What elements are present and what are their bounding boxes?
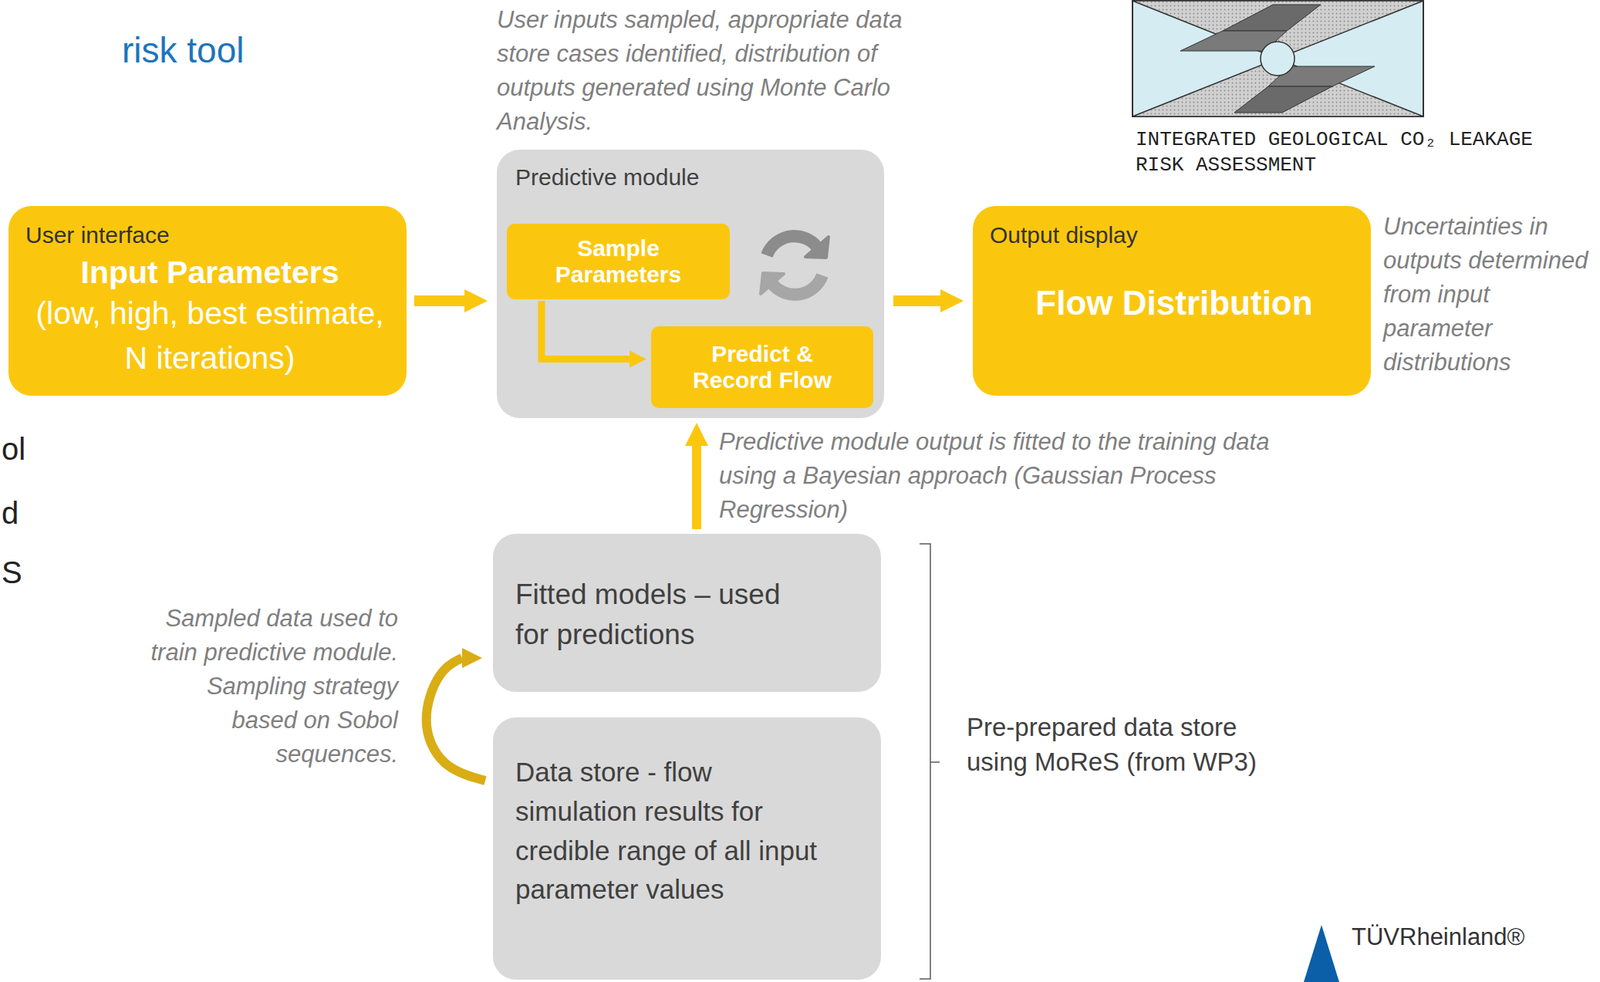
output-box: Output displayFlow Distribution (972, 205, 1371, 396)
box-heading: User interface (25, 221, 395, 250)
group-label: Pre-prepared data store using MoReS (fro… (966, 709, 1268, 780)
flow-arrow (414, 295, 465, 307)
project-logo (1132, 0, 1424, 117)
cut-text: S (1, 553, 23, 591)
box-text: Data store - flow simulation results for… (515, 752, 821, 910)
box-text: Fitted models – used for predictions (515, 574, 820, 655)
box-heading: Predictive module (515, 163, 866, 192)
box-text: Predict & Record Flow (681, 340, 843, 395)
process-box: Sample Parameters (506, 223, 730, 300)
model-box: Fitted models – used for predictions (492, 533, 882, 692)
box-text: Sample Parameters (537, 235, 699, 289)
box-text: (low, high, best estimate, N iterations) (25, 291, 395, 381)
annotation: Uncertainties in outputs determined from… (1383, 209, 1597, 380)
connector-label: Predictive module output is fitted to th… (718, 425, 1275, 527)
flow-arrow (691, 445, 702, 530)
flow-arrow (893, 295, 941, 307)
group-bracket (919, 543, 940, 979)
box-text: Input Parameters (25, 253, 395, 292)
company-logo-text: TÜVRheinland® (1351, 922, 1525, 952)
input-box: User interfaceInput Parameters(low, high… (8, 205, 407, 396)
connector-label: Sampled data used to train predictive mo… (138, 601, 399, 772)
data-store-box: Data store - flow simulation results for… (492, 717, 882, 980)
process-box: Predict & Record Flow (651, 326, 874, 409)
module-box: Predictive moduleSample ParametersPredic… (496, 149, 885, 419)
cut-text: d (1, 494, 19, 532)
cut-text: ol (1, 430, 26, 468)
cycle-icon (760, 236, 829, 295)
flow-arrow (541, 300, 630, 359)
box-text: Flow Distribution (989, 283, 1359, 325)
logo-text: INTEGRATED GEOLOGICAL CO₂ LEAKAGE RISK A… (1135, 127, 1557, 179)
box-heading: Output display (989, 221, 1359, 250)
company-logo-mark (1303, 924, 1340, 982)
flow-arrow (426, 658, 486, 781)
page-title: risk tool (121, 29, 244, 71)
annotation: User inputs sampled, appropriate data st… (496, 3, 941, 139)
